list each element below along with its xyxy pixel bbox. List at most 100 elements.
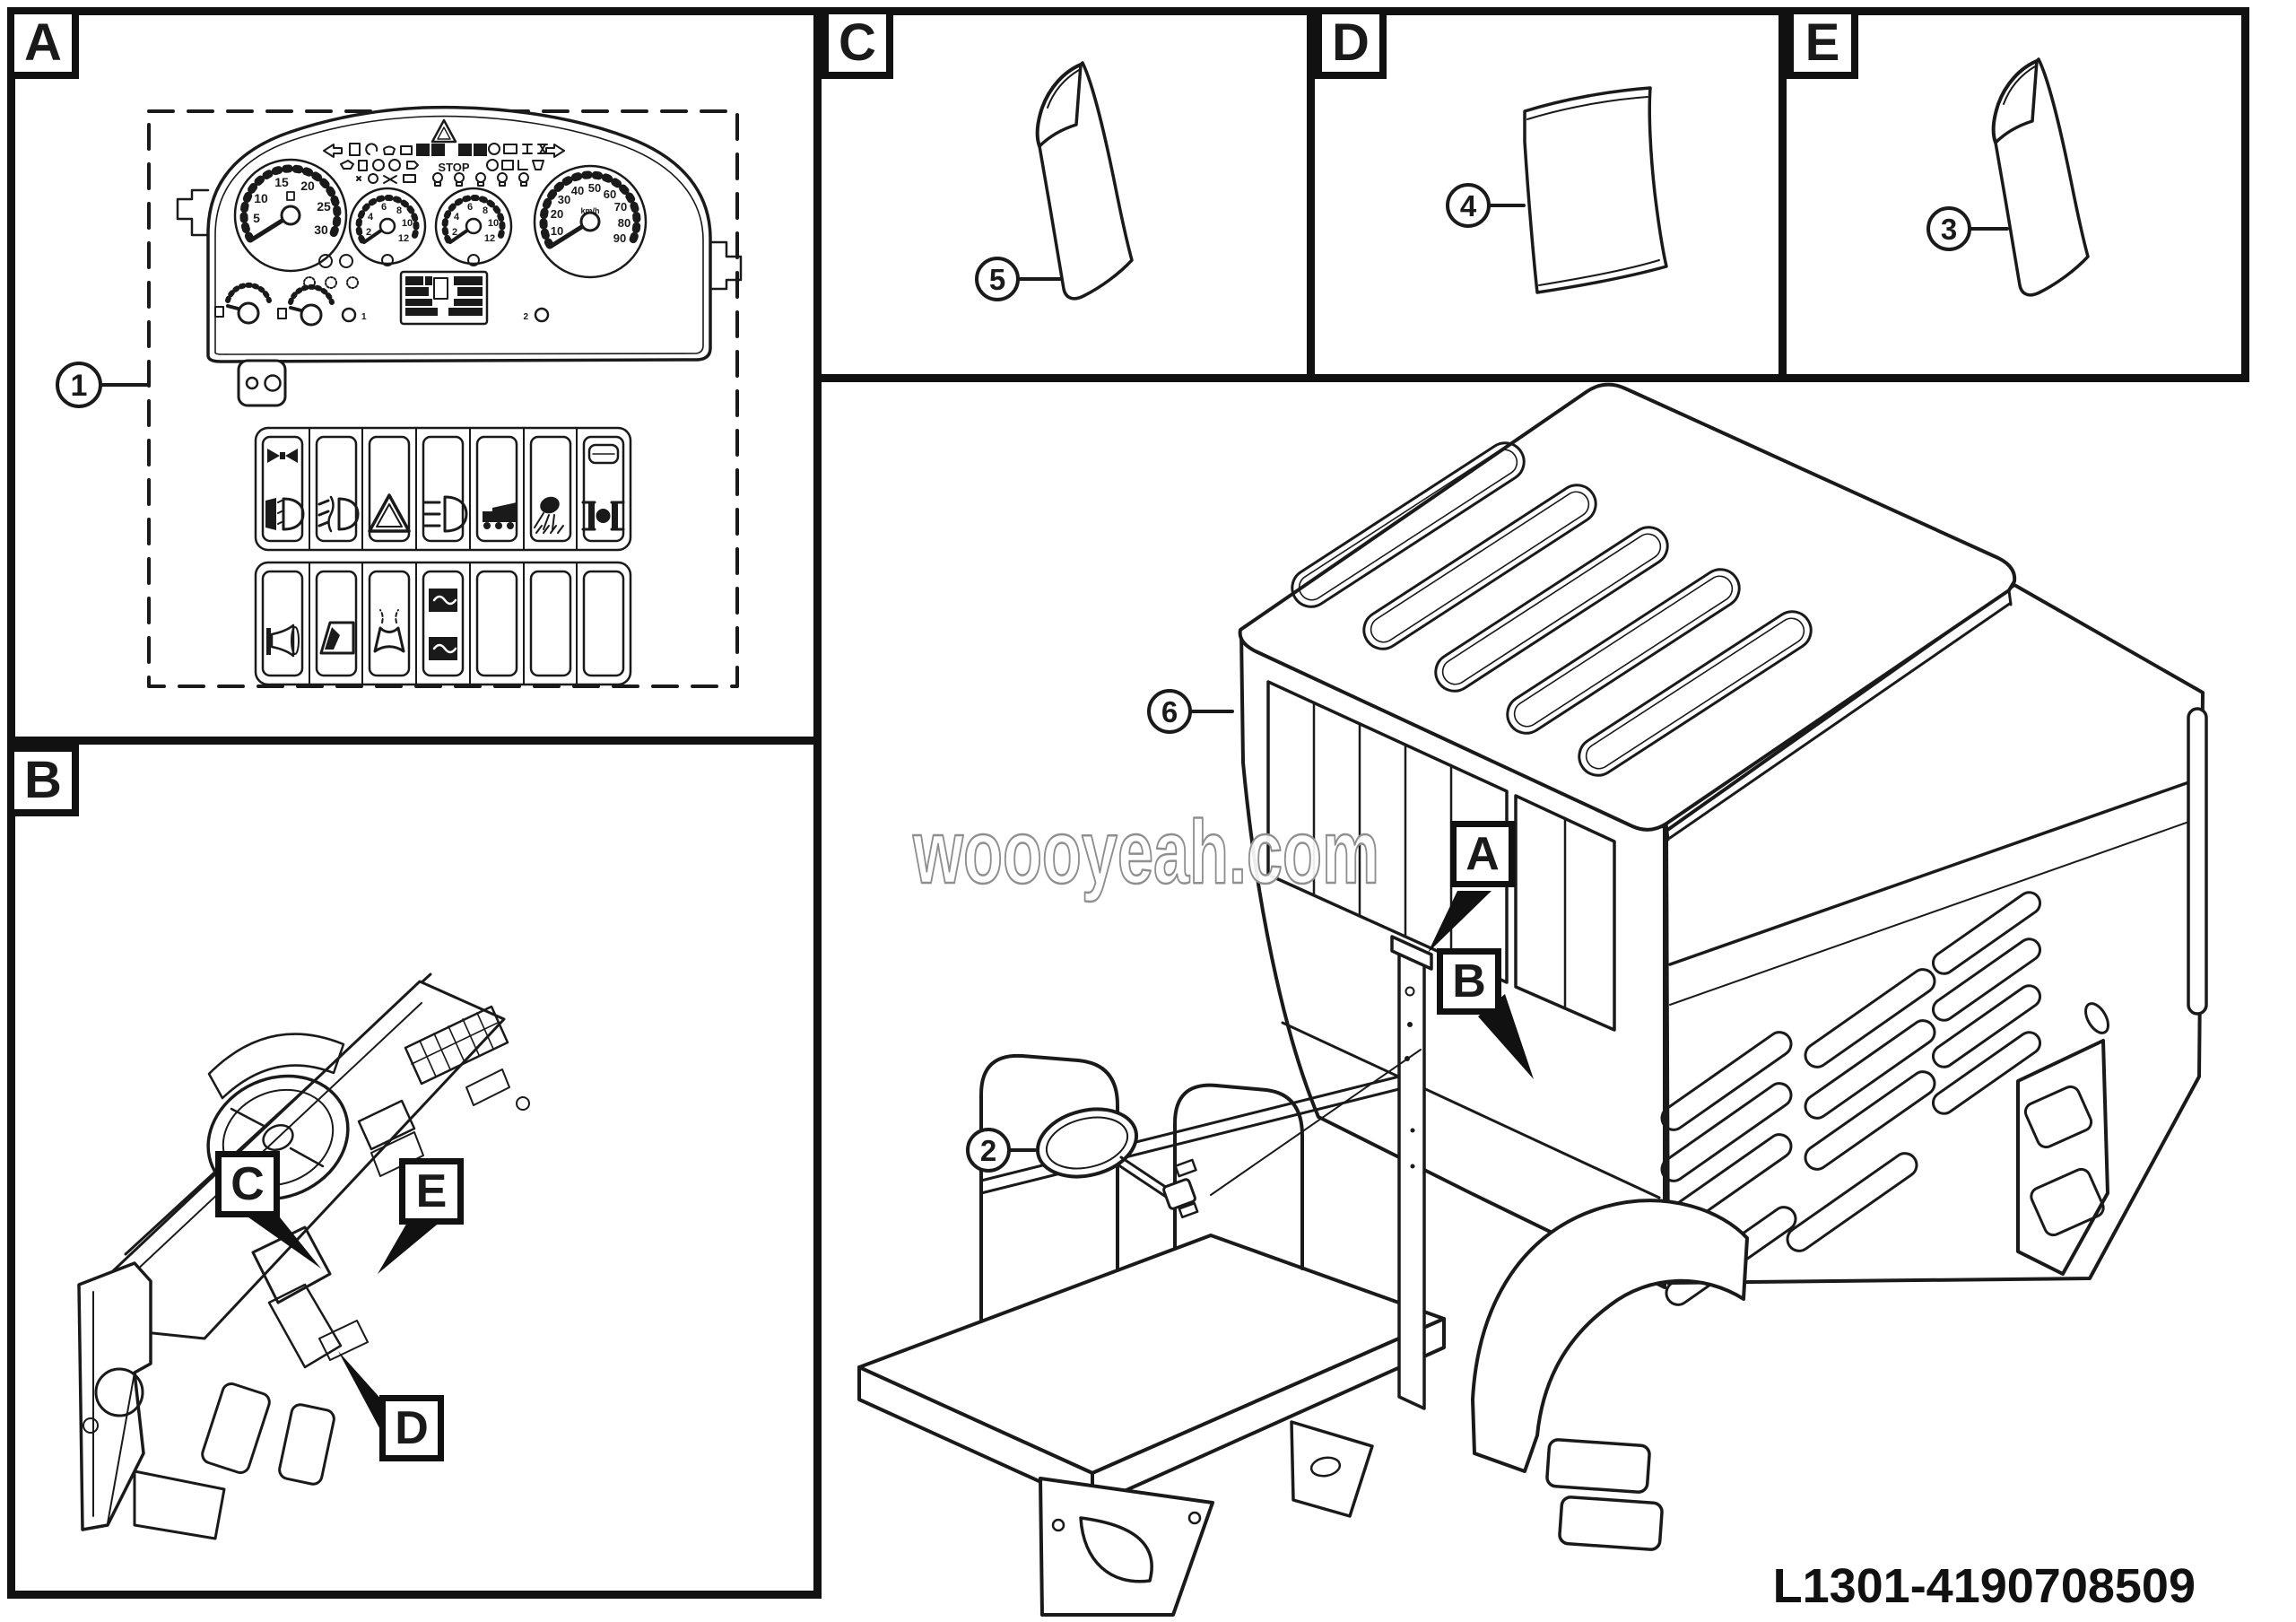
low-beam-icon bbox=[265, 497, 305, 531]
svg-text:2: 2 bbox=[366, 227, 371, 238]
svg-text:70: 70 bbox=[614, 200, 627, 214]
part-number: L1301-4190708509 bbox=[1773, 1559, 2196, 1613]
panel-label-e: E bbox=[1787, 7, 1858, 79]
svg-text:30: 30 bbox=[558, 193, 570, 206]
svg-text:20: 20 bbox=[300, 179, 315, 193]
indicator-right-number: 2 bbox=[523, 312, 528, 322]
panel-label-c-text: C bbox=[839, 13, 876, 72]
cab-latch-icon bbox=[319, 621, 355, 655]
svg-text:10: 10 bbox=[551, 224, 563, 238]
gusset-bracket bbox=[1039, 1477, 1214, 1617]
dash-ref-c-text: C bbox=[230, 1158, 265, 1210]
mirror-assembly bbox=[1035, 1107, 1199, 1219]
svg-text:6: 6 bbox=[1161, 695, 1178, 728]
front-fender bbox=[1471, 1199, 1749, 1551]
mirror-leader-line bbox=[1210, 1049, 1422, 1196]
svg-text:90: 90 bbox=[613, 231, 626, 245]
side-bracket bbox=[1290, 1420, 1374, 1518]
svg-text:50: 50 bbox=[588, 181, 601, 195]
callout-1: 1 bbox=[56, 362, 151, 408]
svg-text:5: 5 bbox=[989, 263, 1005, 296]
panel-label-d: D bbox=[1315, 7, 1387, 79]
panel-label-c: C bbox=[822, 7, 893, 79]
ref-c-pointer bbox=[242, 1213, 321, 1269]
horn-icon bbox=[266, 624, 300, 658]
pedal bbox=[278, 1403, 335, 1486]
switch-diff-lock bbox=[582, 435, 625, 543]
svg-text:8: 8 bbox=[483, 205, 488, 216]
truck-ref-a-text: A bbox=[1465, 828, 1500, 880]
ref-e-pointer bbox=[378, 1221, 441, 1274]
warning-indicator-strip: STOP bbox=[323, 118, 565, 187]
svg-text:40: 40 bbox=[571, 184, 584, 197]
svg-text:30: 30 bbox=[314, 222, 328, 237]
svg-text:60: 60 bbox=[604, 187, 616, 201]
turn-left-indicator-icon bbox=[323, 144, 343, 158]
dashboard-drawing bbox=[77, 972, 530, 1540]
bowtie-icon bbox=[267, 449, 298, 463]
decal-c bbox=[1035, 61, 1134, 301]
mirror-heater-icon bbox=[429, 589, 457, 660]
washer-icon bbox=[373, 609, 405, 653]
hazard-warning-lamp-icon bbox=[430, 118, 457, 144]
svg-text:12: 12 bbox=[484, 233, 495, 244]
svg-text:12: 12 bbox=[398, 233, 409, 244]
panel-label-a: A bbox=[7, 7, 79, 79]
work-lamp-icon bbox=[534, 496, 564, 534]
diff-lock-icon bbox=[581, 443, 625, 531]
switch-blank-2 bbox=[529, 570, 572, 677]
indicator-lamp-right bbox=[534, 307, 550, 323]
left-cowl-bracket bbox=[77, 1261, 152, 1531]
svg-text:6: 6 bbox=[467, 202, 473, 213]
svg-text:10: 10 bbox=[402, 218, 413, 229]
panel-label-b: B bbox=[7, 745, 79, 816]
step-lower bbox=[1558, 1496, 1664, 1551]
svg-text:80: 80 bbox=[618, 216, 631, 230]
step-upper bbox=[1545, 1438, 1651, 1494]
cluster-left-tab bbox=[176, 188, 210, 237]
truck-ref-label-a: A bbox=[1450, 821, 1515, 887]
grab-handle bbox=[2187, 707, 2208, 1016]
svg-text:10: 10 bbox=[254, 191, 268, 205]
decal-e bbox=[1991, 57, 2090, 297]
svg-text:3: 3 bbox=[1941, 213, 1957, 246]
switch-washer bbox=[368, 570, 411, 677]
switch-horn bbox=[261, 570, 304, 677]
svg-text:25: 25 bbox=[317, 199, 331, 214]
svg-text:4: 4 bbox=[368, 212, 374, 222]
switch-mirror-heater bbox=[422, 570, 465, 677]
instrument-cluster: STOP 5 10 15 20 25 30 bbox=[176, 105, 743, 407]
switch-cab-latch bbox=[315, 570, 358, 677]
truck-ref-label-b: B bbox=[1437, 948, 1501, 1015]
callout-5: 5 bbox=[975, 257, 1062, 301]
temperature-icon bbox=[214, 306, 224, 318]
switch-hazard bbox=[368, 435, 411, 543]
panel-label-e-text: E bbox=[1805, 13, 1840, 72]
callout-4: 4 bbox=[1446, 183, 1526, 228]
ref-d-pointer bbox=[338, 1351, 384, 1436]
stop-lamp-label: STOP bbox=[438, 161, 469, 174]
message-lamp-block-icons bbox=[416, 144, 487, 156]
callout-6: 6 bbox=[1147, 689, 1234, 734]
dash-ref-e-text: E bbox=[415, 1165, 448, 1217]
oil-icon bbox=[286, 191, 295, 201]
turn-right-indicator-icon bbox=[545, 144, 565, 158]
callout-2: 2 bbox=[966, 1128, 1037, 1173]
fuel-icon bbox=[277, 308, 287, 319]
callout-1-number: 1 bbox=[71, 369, 88, 403]
dash-ref-label-d: D bbox=[379, 1395, 444, 1461]
switch-high-beam bbox=[422, 435, 465, 543]
front-fog-lamp-icon bbox=[317, 495, 360, 533]
dump-truck-icon bbox=[483, 502, 517, 529]
bulb-check-icons bbox=[432, 172, 529, 187]
pressure-gauge-2: 2 4 6 8 10 12 bbox=[434, 187, 513, 266]
svg-text:10: 10 bbox=[488, 218, 499, 229]
truck-ref-a-pointer bbox=[1428, 891, 1492, 953]
speed-unit-label: km/h bbox=[580, 206, 599, 215]
dash-ref-label-c: C bbox=[215, 1151, 280, 1217]
indicator-lamp-left bbox=[341, 307, 357, 323]
svg-text:5: 5 bbox=[253, 211, 260, 225]
truck-ref-b-text: B bbox=[1452, 955, 1486, 1007]
callout-3: 3 bbox=[1926, 206, 2009, 251]
